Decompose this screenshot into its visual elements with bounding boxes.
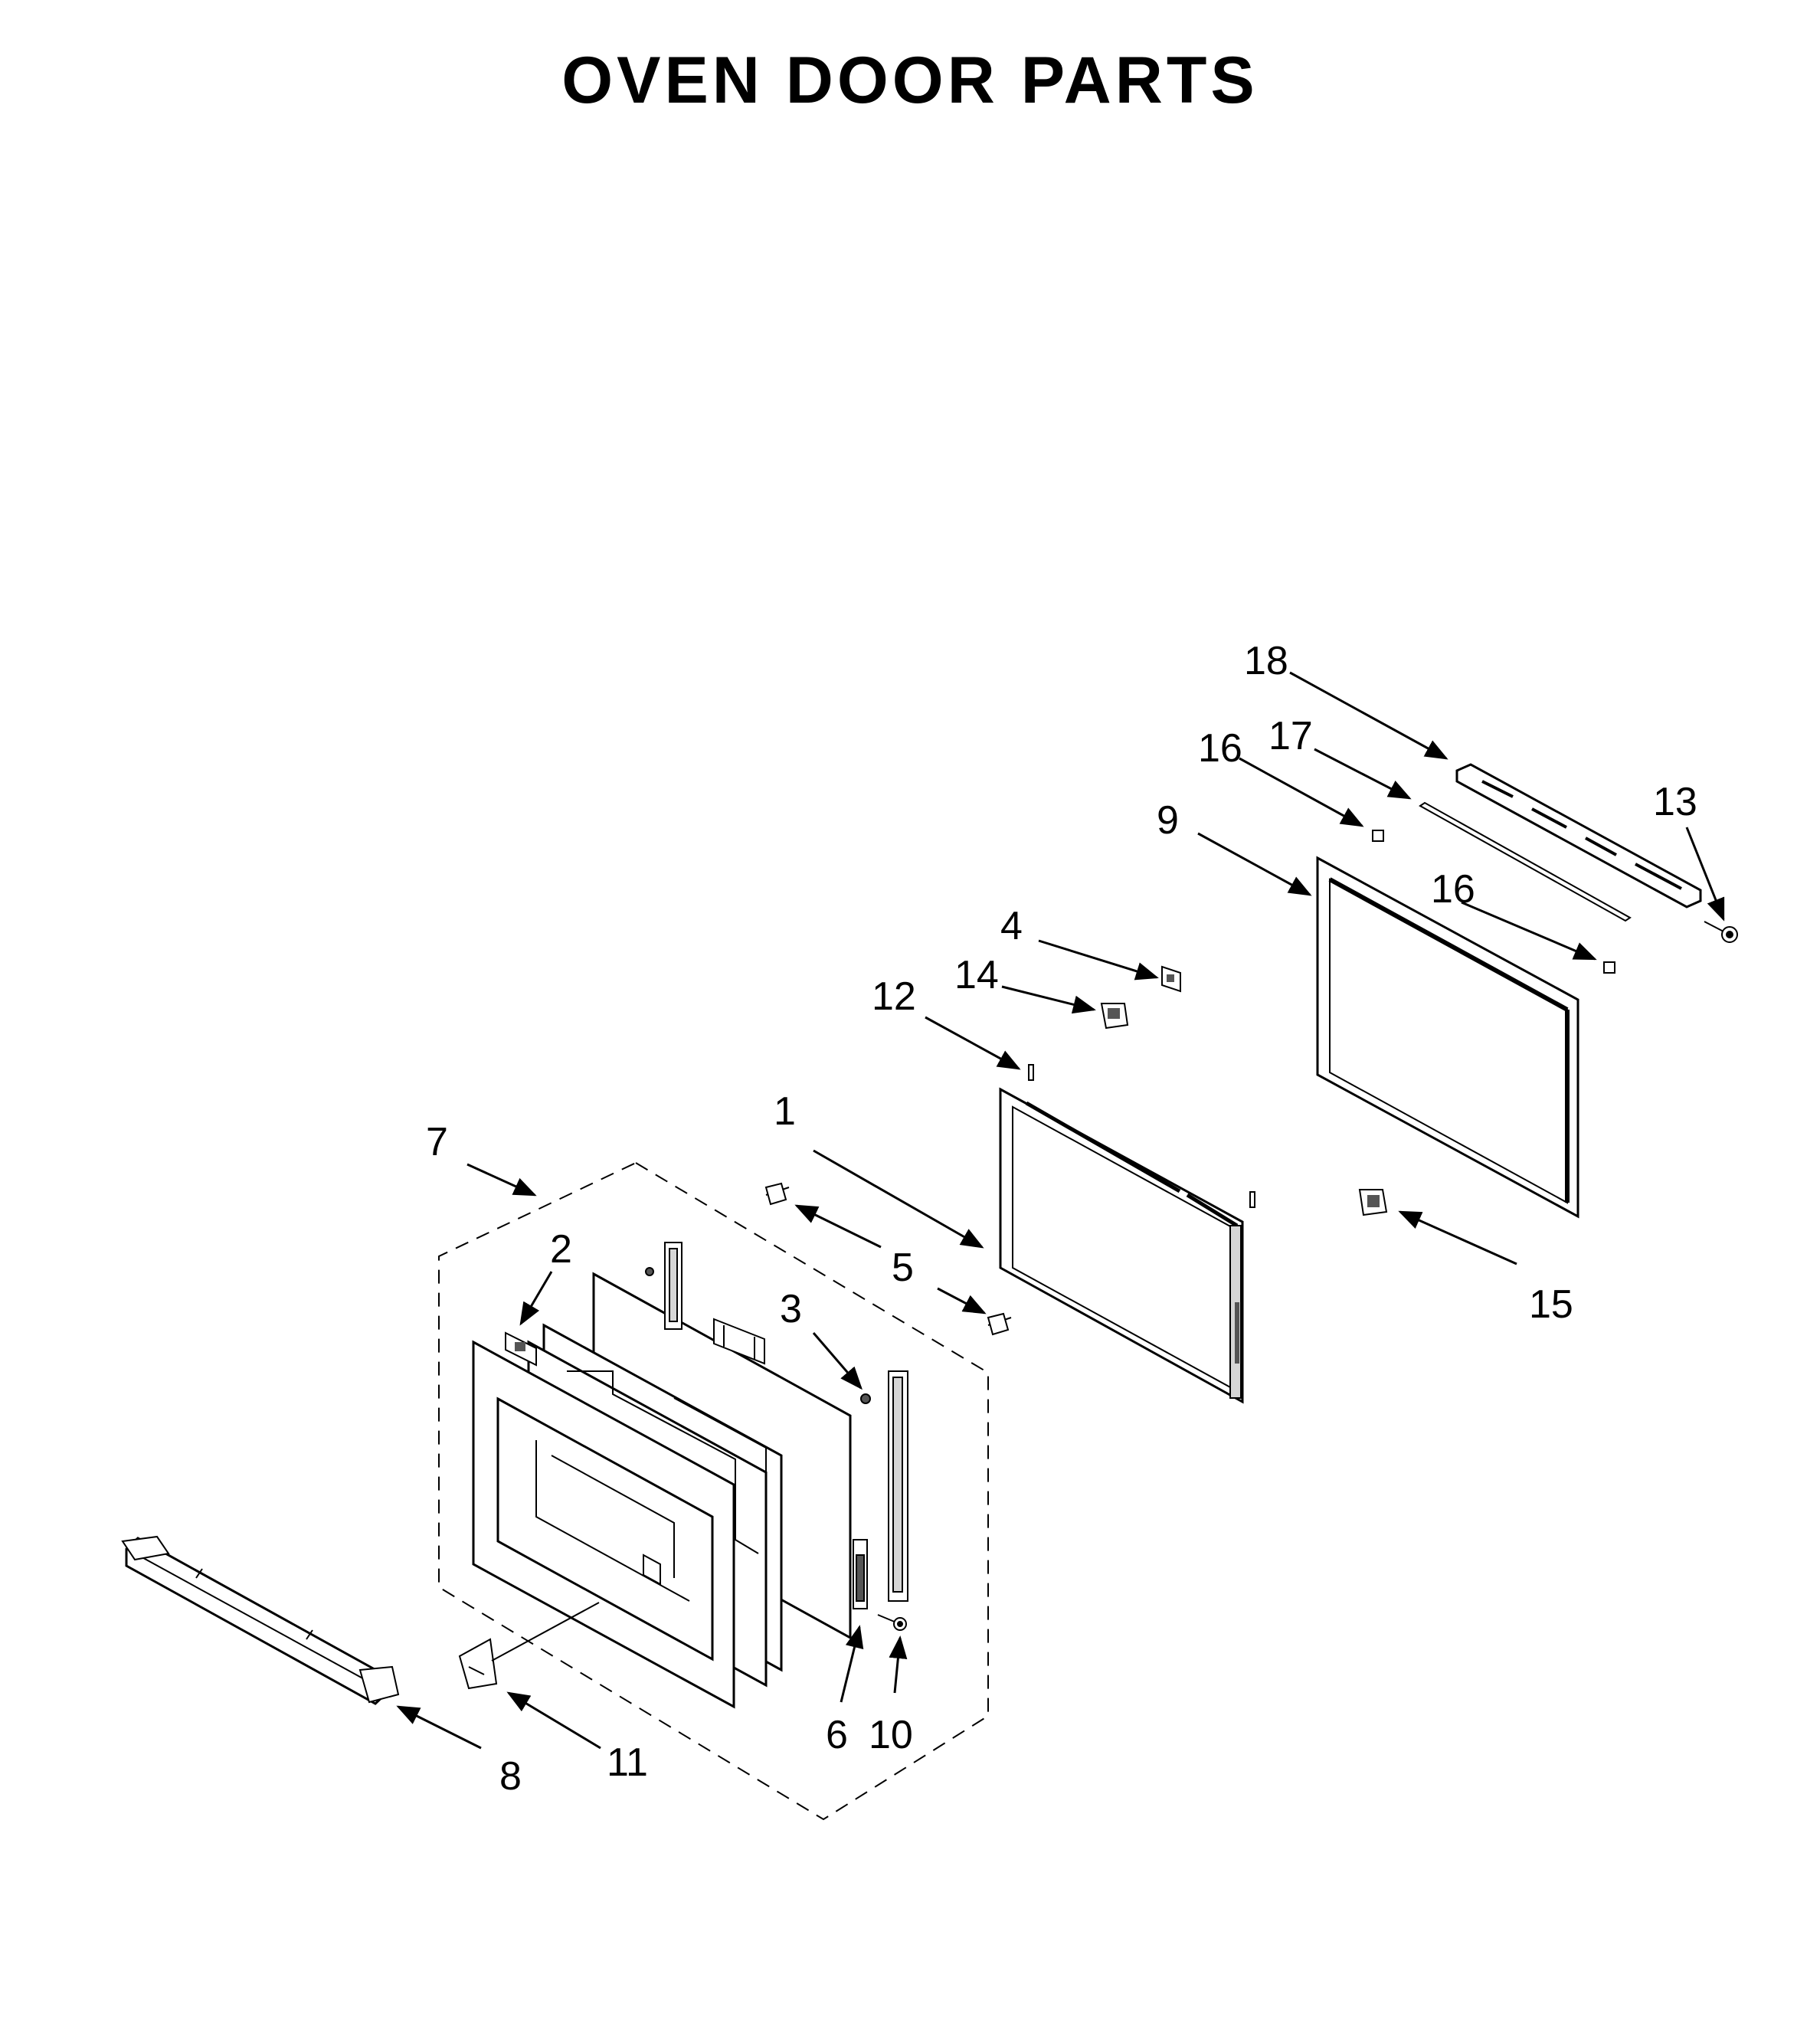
part-18-vent-trim [1455,763,1702,909]
part-16-pad [1372,830,1615,974]
door-hinge-channel-left [645,1242,682,1330]
callout-1: 1 [774,1089,796,1134]
leader-11-to-glass [491,1602,600,1662]
leader-11 [506,1691,601,1750]
callout-labels: 1 2 3 4 5 6 7 8 9 10 11 12 13 14 15 16 1… [426,639,1697,1799]
leader-lines [396,671,1725,1750]
assembly-7-boundary [438,1161,989,1821]
callout-12: 12 [872,974,916,1019]
leader-14 [1001,985,1096,1014]
leader-5-lower [937,1287,987,1315]
callout-5: 5 [892,1246,914,1290]
part-17-strip [1419,801,1632,922]
leader-16-upper [1239,757,1364,827]
leader-8 [396,1705,482,1750]
leader-2 [519,1271,553,1326]
callout-6: 6 [826,1713,848,1757]
leader-15 [1398,1210,1517,1265]
callout-2: 2 [550,1227,572,1272]
callout-11: 11 [607,1740,648,1785]
callout-15: 15 [1529,1282,1573,1327]
callout-8: 8 [499,1754,522,1799]
page-title: OVEN DOOR PARTS [561,44,1259,117]
leader-18 [1289,671,1448,760]
leader-1 [813,1149,984,1249]
part-9-outer-glass [1316,856,1579,1219]
leader-13 [1685,827,1725,922]
leader-10 [889,1635,908,1694]
callout-7: 7 [426,1120,448,1164]
callout-17: 17 [1268,714,1313,758]
leader-3 [812,1332,863,1390]
part-2-door-outer-frame [472,1331,735,1709]
callout-3: 3 [780,1287,802,1331]
callout-9: 9 [1157,798,1179,843]
part-14-clip [1100,1003,1129,1030]
part-3-hinge-channel [860,1370,908,1602]
callout-4: 4 [1000,904,1023,948]
leader-6 [840,1625,864,1703]
part-1-inner-door-frame [999,1087,1244,1404]
leader-17 [1314,748,1412,800]
part-4-clip [1161,965,1181,993]
leader-7 [466,1163,537,1197]
callout-16-upper: 16 [1198,726,1242,771]
part-13-screw [1704,921,1738,943]
part-11-bracket [458,1638,498,1690]
part-15-bumper [1358,1189,1388,1216]
callout-13: 13 [1653,780,1697,824]
part-12-pad [1028,1064,1255,1208]
part-5-screw-upper [764,1182,790,1206]
door-bracket-center [713,1318,765,1365]
callout-10: 10 [869,1713,913,1757]
leader-12 [925,1016,1021,1070]
part-5-screw-lower [987,1312,1012,1336]
part-8-handle [121,1535,400,1705]
leader-16-lower [1461,901,1597,961]
part-10-screw [877,1614,907,1631]
part-6-hinge [853,1539,868,1609]
callout-18: 18 [1244,639,1288,683]
callout-16-lower: 16 [1431,867,1475,912]
callout-14: 14 [954,953,999,997]
leader-5-upper [794,1204,882,1249]
leader-9 [1197,832,1312,896]
leader-4 [1038,939,1159,981]
